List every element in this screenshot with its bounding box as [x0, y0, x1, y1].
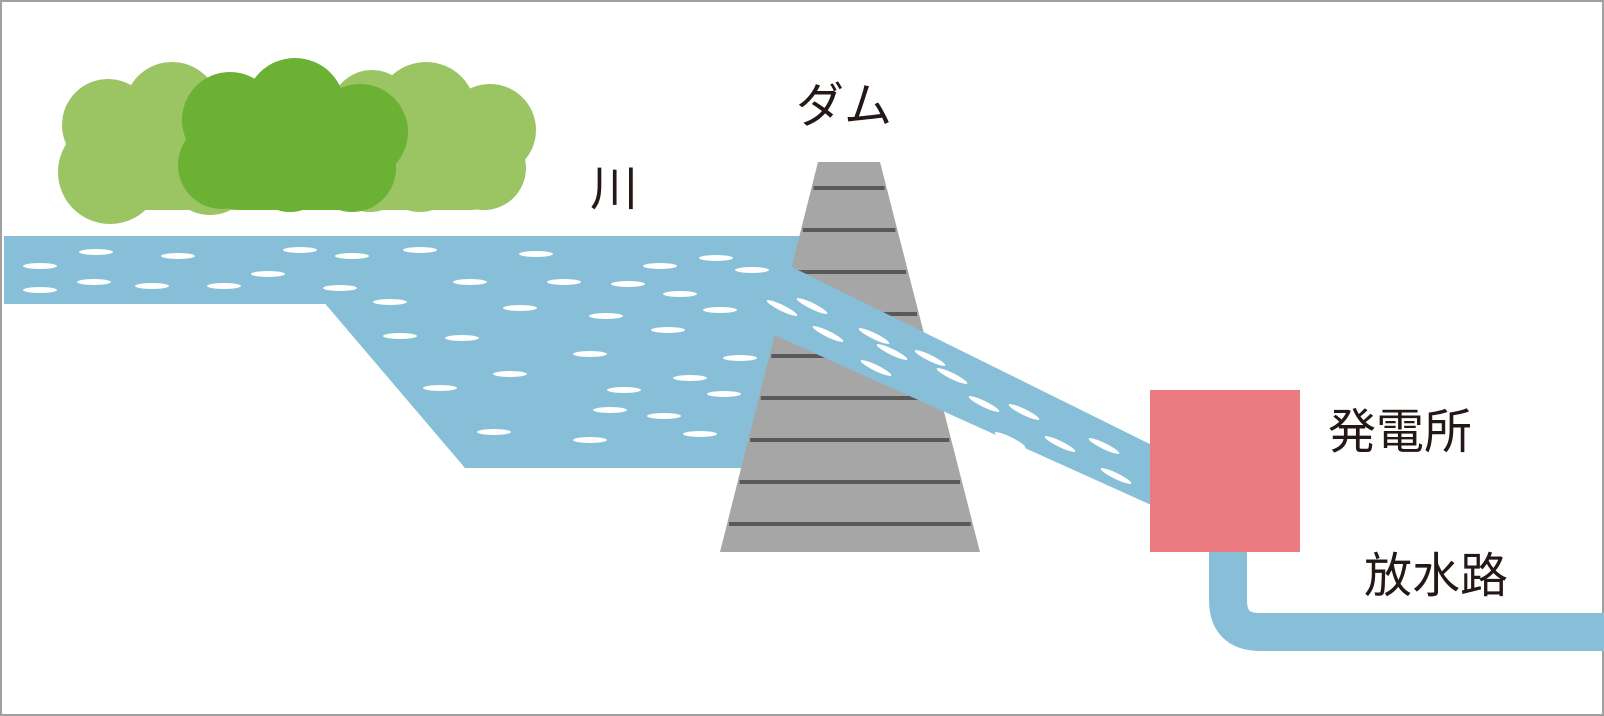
water-ripple [335, 253, 369, 259]
water-ripple [477, 429, 511, 435]
water-ripple [673, 375, 707, 381]
water-ripple [914, 350, 946, 366]
water-ripple [643, 263, 677, 269]
dam-label: ダム [796, 78, 892, 134]
dark-trees [178, 58, 408, 212]
water-ripple [1008, 404, 1040, 420]
water-ripple [573, 437, 607, 443]
tree-cluster-icon [58, 58, 536, 224]
water-ripple [1044, 436, 1076, 452]
water-ripple [403, 247, 437, 253]
water-ripples [23, 247, 1132, 484]
water-ripple [547, 279, 581, 285]
water-ripple [593, 407, 627, 413]
water-ripple [663, 291, 697, 297]
water-ripple [703, 307, 737, 313]
water-ripple [611, 281, 645, 287]
water-ripple [445, 335, 479, 341]
water-ripple [519, 251, 553, 257]
water-ripple [735, 267, 769, 273]
water-ripple [683, 431, 717, 437]
water-ripple [573, 351, 607, 357]
water-ripple [1100, 468, 1132, 484]
water-ripple [383, 333, 417, 339]
water-ripple [766, 300, 798, 316]
water-ripple [589, 313, 623, 319]
water-ripple [453, 279, 487, 285]
water-ripple [876, 344, 908, 360]
power-station-label: 発電所 [1328, 404, 1472, 460]
water-ripple [23, 287, 57, 293]
water-ripple [373, 299, 407, 305]
water-ripple [994, 432, 1026, 448]
water-ripple [968, 396, 1000, 412]
water-ripple [699, 255, 733, 261]
water-ripple [135, 283, 169, 289]
water-ripple [503, 305, 537, 311]
water-ripple [651, 327, 685, 333]
water-ripple [161, 253, 195, 259]
water-ripple [77, 279, 111, 285]
water-ripple [207, 283, 241, 289]
power-station-building [1150, 390, 1300, 552]
water-ripple [723, 355, 757, 361]
water-ripple [251, 271, 285, 277]
water-ripple [493, 371, 527, 377]
tailrace-channel [1209, 550, 1604, 651]
water-ripple [860, 360, 892, 376]
water-ripple [423, 385, 457, 391]
water-ripple [607, 387, 641, 393]
water-ripple [936, 368, 968, 384]
water-ripple [707, 391, 741, 397]
tailrace-label: 放水路 [1364, 548, 1508, 604]
river-label: 川 [590, 161, 638, 217]
water-ripple [858, 328, 890, 344]
water-ripple [1088, 438, 1120, 454]
water-ripple [79, 249, 113, 255]
water-ripple [812, 326, 844, 342]
water-ripple [323, 285, 357, 291]
water-ripple [647, 413, 681, 419]
water-ripple [796, 298, 828, 314]
penstock [752, 266, 1158, 508]
water-ripple [23, 263, 57, 269]
water-ripple [283, 247, 317, 253]
